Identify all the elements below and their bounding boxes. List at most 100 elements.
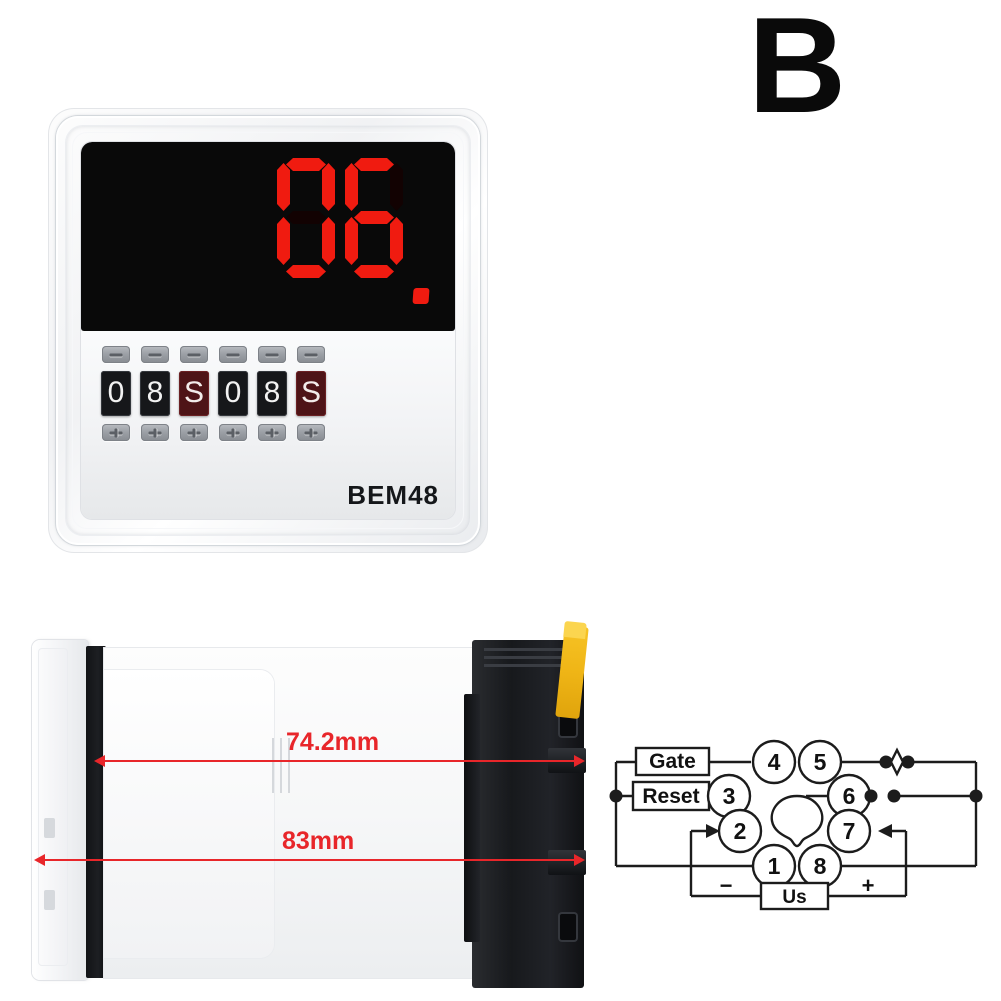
decrement-button-4[interactable] bbox=[258, 346, 286, 363]
increment-button-0[interactable] bbox=[102, 424, 130, 441]
thumbwheel-column-1: 8 bbox=[140, 346, 170, 441]
dimension-arrow-right bbox=[574, 854, 585, 866]
supply-label: Us bbox=[782, 887, 806, 908]
body-vent-line bbox=[272, 738, 274, 793]
led-segment-b bbox=[390, 163, 403, 211]
decrement-button-2[interactable] bbox=[180, 346, 208, 363]
socket-ridge bbox=[484, 656, 570, 659]
thumbwheel-column-3: 0 bbox=[218, 346, 248, 441]
led-digit-0 bbox=[275, 158, 337, 278]
led-segment-c bbox=[390, 217, 403, 265]
increment-button-5[interactable] bbox=[297, 424, 325, 441]
led-segment-g bbox=[354, 211, 394, 224]
led-segment-f bbox=[345, 163, 358, 211]
control-panel: 0 8 S 0 bbox=[81, 331, 455, 519]
cover-notch-lower bbox=[44, 890, 55, 910]
increment-button-4[interactable] bbox=[258, 424, 286, 441]
led-segment-g bbox=[286, 211, 326, 224]
dimension-label-depth-body: 74.2mm bbox=[286, 728, 380, 756]
reset-label: Reset bbox=[642, 785, 699, 808]
increment-button-3[interactable] bbox=[219, 424, 247, 441]
yellow-wire-tip bbox=[563, 620, 587, 640]
terminal-label-1: 1 bbox=[768, 853, 781, 879]
socket-keyway-icon bbox=[770, 794, 824, 848]
minus-icon bbox=[187, 353, 201, 356]
minus-icon bbox=[148, 353, 162, 356]
led-decimal-point bbox=[412, 288, 430, 304]
thumbwheel-window-1[interactable]: 8 bbox=[140, 371, 170, 416]
led-segment-a bbox=[286, 158, 326, 171]
supply-positive-label: + bbox=[862, 873, 875, 898]
plus-icon-bar bbox=[270, 428, 274, 437]
bezel-ring-2 bbox=[65, 125, 471, 536]
plus-icon-bar bbox=[153, 428, 157, 437]
terminal-circle-4 bbox=[751, 739, 797, 785]
dimension-arrow-right bbox=[574, 755, 585, 767]
led-segment-e bbox=[345, 217, 358, 265]
led-display-window bbox=[81, 142, 455, 331]
led-segment-a bbox=[354, 158, 394, 171]
thumbwheel-window-5[interactable]: S bbox=[296, 371, 326, 416]
dimension-arrow-left bbox=[34, 854, 45, 866]
terminal-label-8: 8 bbox=[814, 853, 827, 879]
socket-front-lip bbox=[464, 694, 480, 942]
wiring-diagram: Gate Reset 4 5 3 6 2 7 1 8 bbox=[606, 726, 996, 916]
junction-dot bbox=[609, 789, 623, 803]
socket-ridge bbox=[484, 664, 570, 667]
minus-icon bbox=[226, 353, 240, 356]
bezel-ring-3 bbox=[72, 132, 464, 529]
timer-side-view: 74.2mm 83mm bbox=[24, 618, 604, 996]
terminal-label-4: 4 bbox=[768, 749, 781, 775]
device-body-step bbox=[104, 670, 274, 958]
dimension-arrow-left bbox=[94, 755, 105, 767]
thumbwheel-window-3[interactable]: 0 bbox=[218, 371, 248, 416]
cover-notch-upper bbox=[44, 818, 55, 838]
increment-button-2[interactable] bbox=[180, 424, 208, 441]
minus-icon bbox=[304, 353, 318, 356]
minus-icon bbox=[109, 353, 123, 356]
plus-icon-bar bbox=[309, 428, 313, 437]
dimension-line-depth-total bbox=[40, 859, 582, 861]
junction-dot bbox=[969, 789, 983, 803]
contact-dot bbox=[879, 755, 893, 769]
contact-dot bbox=[901, 755, 915, 769]
body-vent-line bbox=[280, 738, 282, 793]
bezel-ring-1 bbox=[56, 116, 480, 545]
led-display-digits bbox=[275, 158, 430, 308]
decrement-button-3[interactable] bbox=[219, 346, 247, 363]
thumbwheel-window-2[interactable]: S bbox=[179, 371, 209, 416]
body-vent-line bbox=[288, 738, 290, 793]
led-segment-c bbox=[322, 217, 335, 265]
plus-icon-bar bbox=[231, 428, 235, 437]
dimension-label-depth-total: 83mm bbox=[282, 827, 355, 855]
arrow-into-terminal-7 bbox=[878, 824, 892, 838]
thumbwheel-column-4: 8 bbox=[257, 346, 287, 441]
minus-icon bbox=[265, 353, 279, 356]
led-segment-d bbox=[286, 265, 326, 278]
thumbwheel-window-0[interactable]: 0 bbox=[101, 371, 131, 416]
contact-dot bbox=[887, 789, 901, 803]
thumbwheel-column-2: S bbox=[179, 346, 209, 441]
socket-ridge bbox=[484, 648, 570, 651]
decrement-button-0[interactable] bbox=[102, 346, 130, 363]
device-faceplate: 0 8 S 0 bbox=[81, 142, 455, 519]
clear-cover-inner bbox=[38, 648, 68, 966]
gate-label: Gate bbox=[649, 750, 696, 773]
led-segment-f bbox=[277, 163, 290, 211]
plus-icon-bar bbox=[192, 428, 196, 437]
plus-icon-bar bbox=[114, 428, 118, 437]
socket-screw-slot-lower bbox=[560, 914, 576, 940]
timer-front-view: 0 8 S 0 bbox=[48, 108, 488, 553]
led-segment-b bbox=[322, 163, 335, 211]
terminal-label-7: 7 bbox=[843, 818, 856, 844]
variant-letter: B bbox=[748, 0, 846, 141]
supply-negative-label: − bbox=[720, 873, 733, 898]
contact-dot bbox=[864, 789, 878, 803]
led-segment-e bbox=[277, 217, 290, 265]
increment-button-1[interactable] bbox=[141, 424, 169, 441]
thumbwheel-window-4[interactable]: 8 bbox=[257, 371, 287, 416]
led-digit-1 bbox=[343, 158, 405, 278]
decrement-button-1[interactable] bbox=[141, 346, 169, 363]
decrement-button-5[interactable] bbox=[297, 346, 325, 363]
terminal-circle-5 bbox=[797, 739, 843, 785]
